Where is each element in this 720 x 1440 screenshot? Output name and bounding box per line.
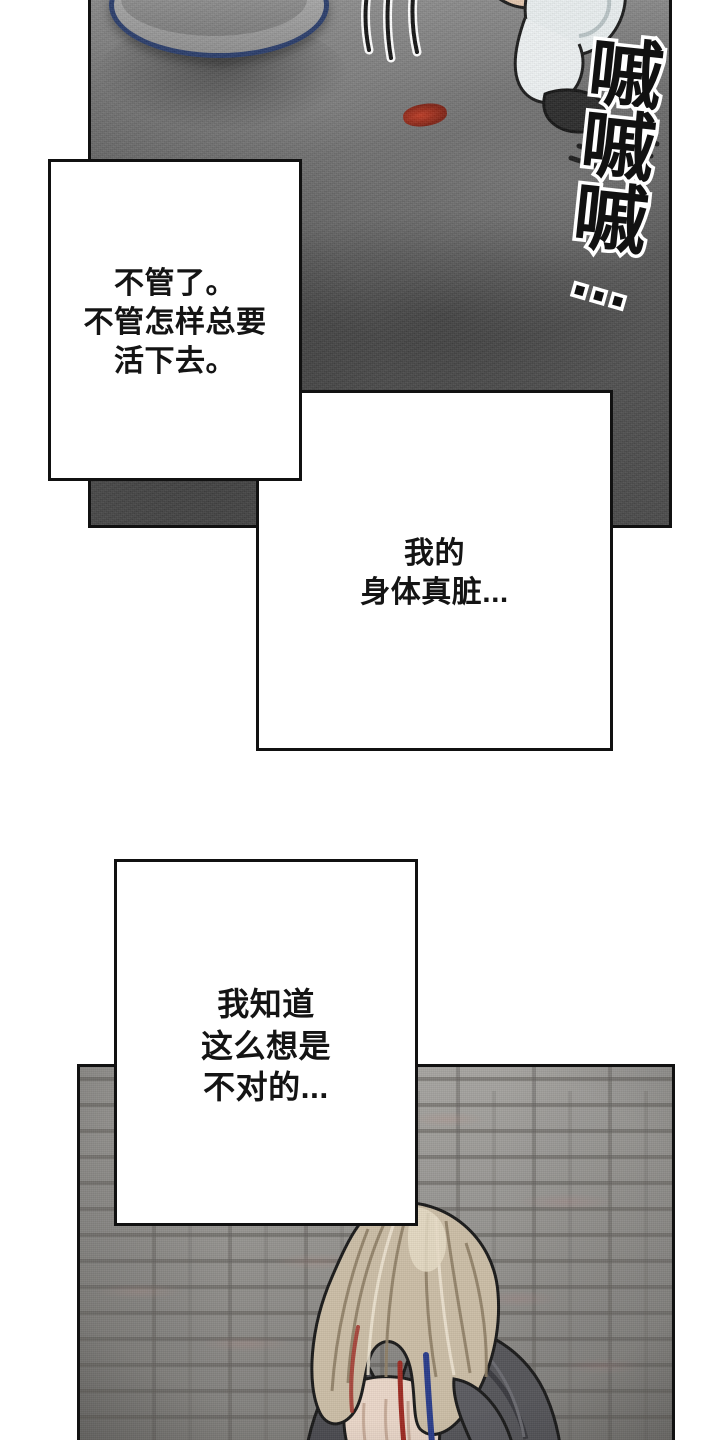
narration-box-1: 不管了。 不管怎样总要 活下去。	[48, 159, 302, 481]
kneeling-figure-arm	[361, 0, 660, 181]
floor-highlight	[421, 96, 669, 276]
narration-box-3-text: 我知道 这么想是 不对的...	[200, 986, 331, 1106]
narration-box-2: 我的 身体真脏...	[256, 390, 613, 751]
narration-box-2-text: 我的 身体真脏...	[360, 536, 509, 609]
narration-box-3: 我知道 这么想是 不对的...	[114, 859, 418, 1226]
narration-box-1-text: 不管了。 不管怎样总要 活下去。	[83, 266, 267, 378]
hunched-character	[306, 1200, 561, 1440]
sfx-characters: 嘁 嘁 嘁	[566, 26, 670, 268]
sfx-ellipsis: …	[560, 236, 648, 327]
